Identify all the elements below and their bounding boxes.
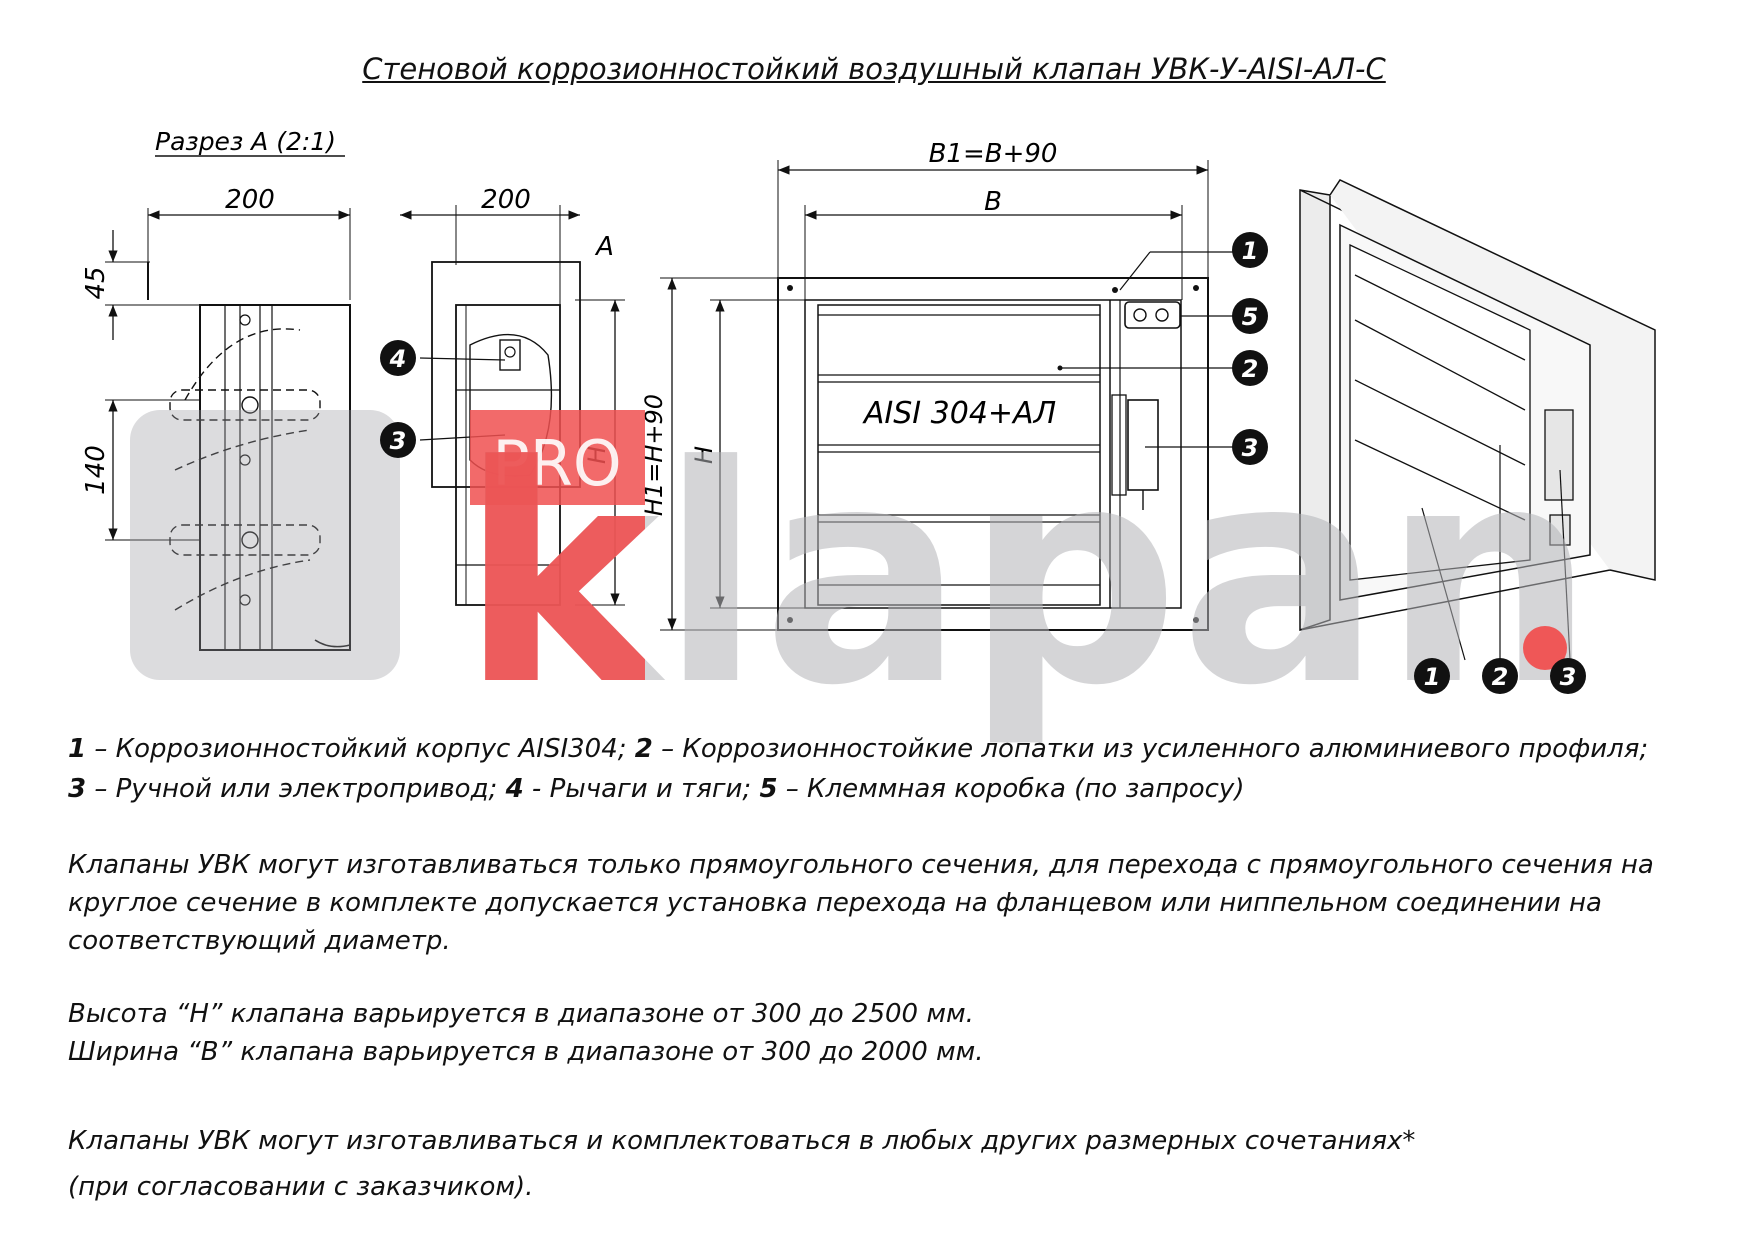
front-inner-width-dim: B	[984, 187, 1002, 217]
legend-num-4: 4	[505, 774, 524, 804]
callout-3-side: 3	[380, 422, 416, 458]
callout-1-iso: 1	[1414, 658, 1450, 694]
legend-text-3: – Ручной или электропривод;	[86, 774, 506, 804]
legend-text-2: – Коррозионностойкие лопатки из усиленно…	[652, 734, 1649, 764]
legend-text-4: - Рычаги и тяги;	[523, 774, 760, 804]
svg-text:1: 1	[1242, 237, 1259, 265]
section-label: Разрез А (2:1)	[155, 127, 336, 156]
callout-2-front: 2	[1232, 350, 1268, 386]
legend-num-3: 3	[68, 774, 87, 804]
note-height-range: Высота “Н” клапана варьируется в диапазо…	[68, 999, 974, 1029]
front-outer-width-dim: B1=B+90	[929, 139, 1058, 169]
legend-text-1: – Коррозионностойкий корпус AISI304;	[86, 734, 635, 764]
legend-line-2: 3 – Ручной или электропривод; 4 - Рычаги…	[68, 770, 1718, 808]
section-view: Разрез А (2:1) 200 45 140	[81, 127, 351, 651]
svg-text:4: 4	[389, 345, 407, 373]
legend-num-1: 1	[68, 734, 87, 764]
svg-text:3: 3	[1560, 663, 1577, 691]
note-width-range: Ширина “В” клапана варьируется в диапазо…	[68, 1037, 984, 1067]
isometric-view	[1299, 179, 1656, 661]
callout-5-front: 5	[1232, 298, 1268, 334]
legend-num-2: 2	[634, 734, 653, 764]
note-agreement: (при согласовании с заказчиком).	[68, 1172, 534, 1202]
callout-4: 4	[380, 340, 416, 376]
front-inner-height-dim: H	[690, 446, 718, 464]
section-mark: А	[594, 232, 614, 262]
note-custom-sizes: Клапаны УВК могут изготавливаться и комп…	[68, 1126, 1416, 1156]
section-width-dim: 200	[225, 185, 275, 215]
callout-2-iso: 2	[1482, 658, 1518, 694]
svg-text:2: 2	[1492, 663, 1509, 691]
front-view: B1=B+90 B AISI 304+АЛ	[640, 139, 1240, 631]
note-shape: Клапаны УВК могут изготавливаться только…	[68, 850, 1654, 956]
legend-num-5: 5	[759, 774, 778, 804]
svg-text:5: 5	[1242, 303, 1259, 331]
callout-3-front: 3	[1232, 429, 1268, 465]
svg-text:3: 3	[390, 427, 407, 455]
callout-1-front: 1	[1232, 232, 1268, 268]
svg-text:2: 2	[1242, 355, 1259, 383]
material-label: AISI 304+АЛ	[862, 396, 1056, 431]
page-title: Стеновой коррозионностойкий воздушный кл…	[362, 52, 1386, 86]
section-step-dim: 140	[81, 445, 111, 495]
svg-text:1: 1	[1424, 663, 1441, 691]
section-top-dim: 45	[81, 266, 111, 299]
side-width-dim: 200	[481, 185, 531, 215]
callout-3-iso: 3	[1550, 658, 1586, 694]
legend-text-5: – Клеммная коробка (по запросу)	[777, 774, 1245, 804]
legend-line-1: 1 – Коррозионностойкий корпус AISI304; 2…	[68, 730, 1718, 768]
svg-text:3: 3	[1242, 434, 1259, 462]
